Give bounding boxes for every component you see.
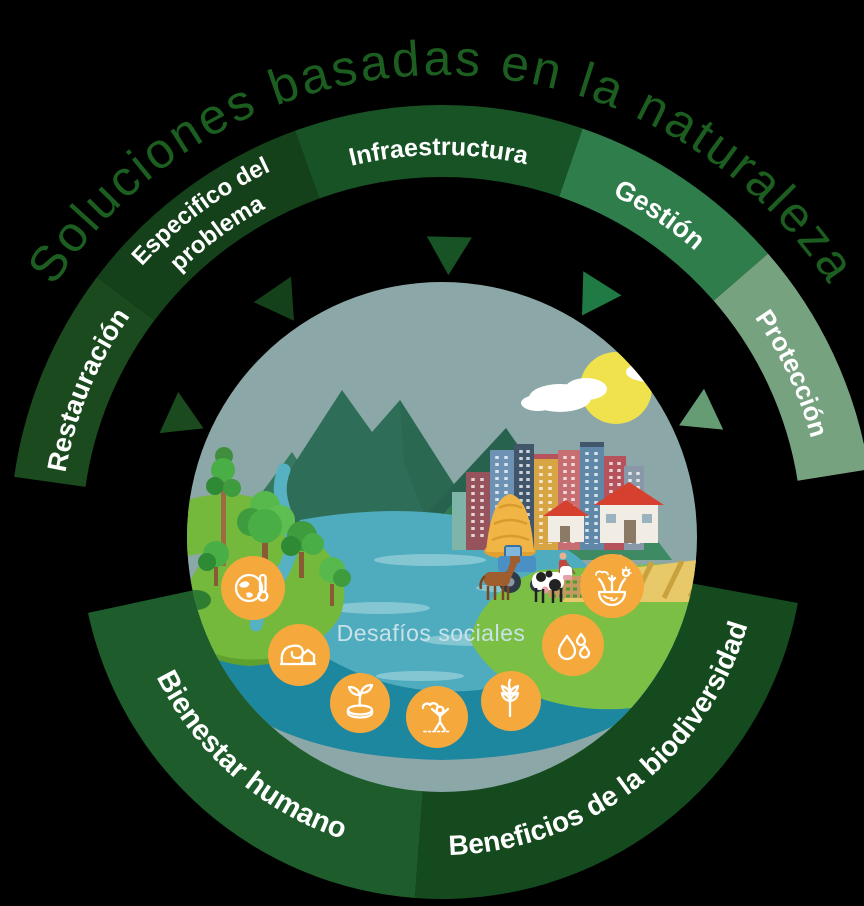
climate-change-icon: [221, 556, 285, 620]
segment-infraestructura: [295, 104, 583, 199]
arrow-infraestructura-icon: [426, 236, 472, 276]
economic-growth-icon: [330, 673, 390, 733]
cow: [532, 566, 572, 603]
solution-ring: [14, 104, 864, 487]
benefit-ring: [88, 582, 798, 900]
tree: [319, 557, 351, 606]
segment-restauracion: [14, 277, 155, 487]
arrow-proteccion-icon: [679, 388, 724, 430]
biodiversity-icon: [580, 554, 644, 618]
arrow-especifico-icon: [253, 276, 294, 321]
tree: [198, 541, 229, 586]
food-security-icon: [481, 671, 541, 731]
tree: [237, 491, 295, 568]
pine-tree: [206, 447, 241, 566]
deep-water: [187, 596, 697, 760]
segment-proteccion: [713, 253, 864, 481]
segment-especifico: [97, 130, 320, 321]
disaster-risk-icon: [268, 624, 330, 686]
horse: [479, 556, 520, 600]
segment-beneficios: [414, 582, 798, 900]
arrow-gestion-icon: [582, 271, 622, 316]
inward-arrows: [159, 236, 724, 434]
farm-house-large: [594, 482, 664, 543]
farm-house-small: [543, 500, 589, 542]
segment-gestion: [559, 128, 768, 301]
water-security-icon: [542, 614, 604, 676]
arrow-restauracion-icon: [159, 392, 204, 434]
health-icon: [406, 686, 468, 748]
challenge-icons: [221, 554, 644, 748]
tree: [281, 521, 324, 578]
segment-bienestar: [88, 589, 424, 898]
center-caption: Desafíos sociales: [337, 620, 526, 646]
